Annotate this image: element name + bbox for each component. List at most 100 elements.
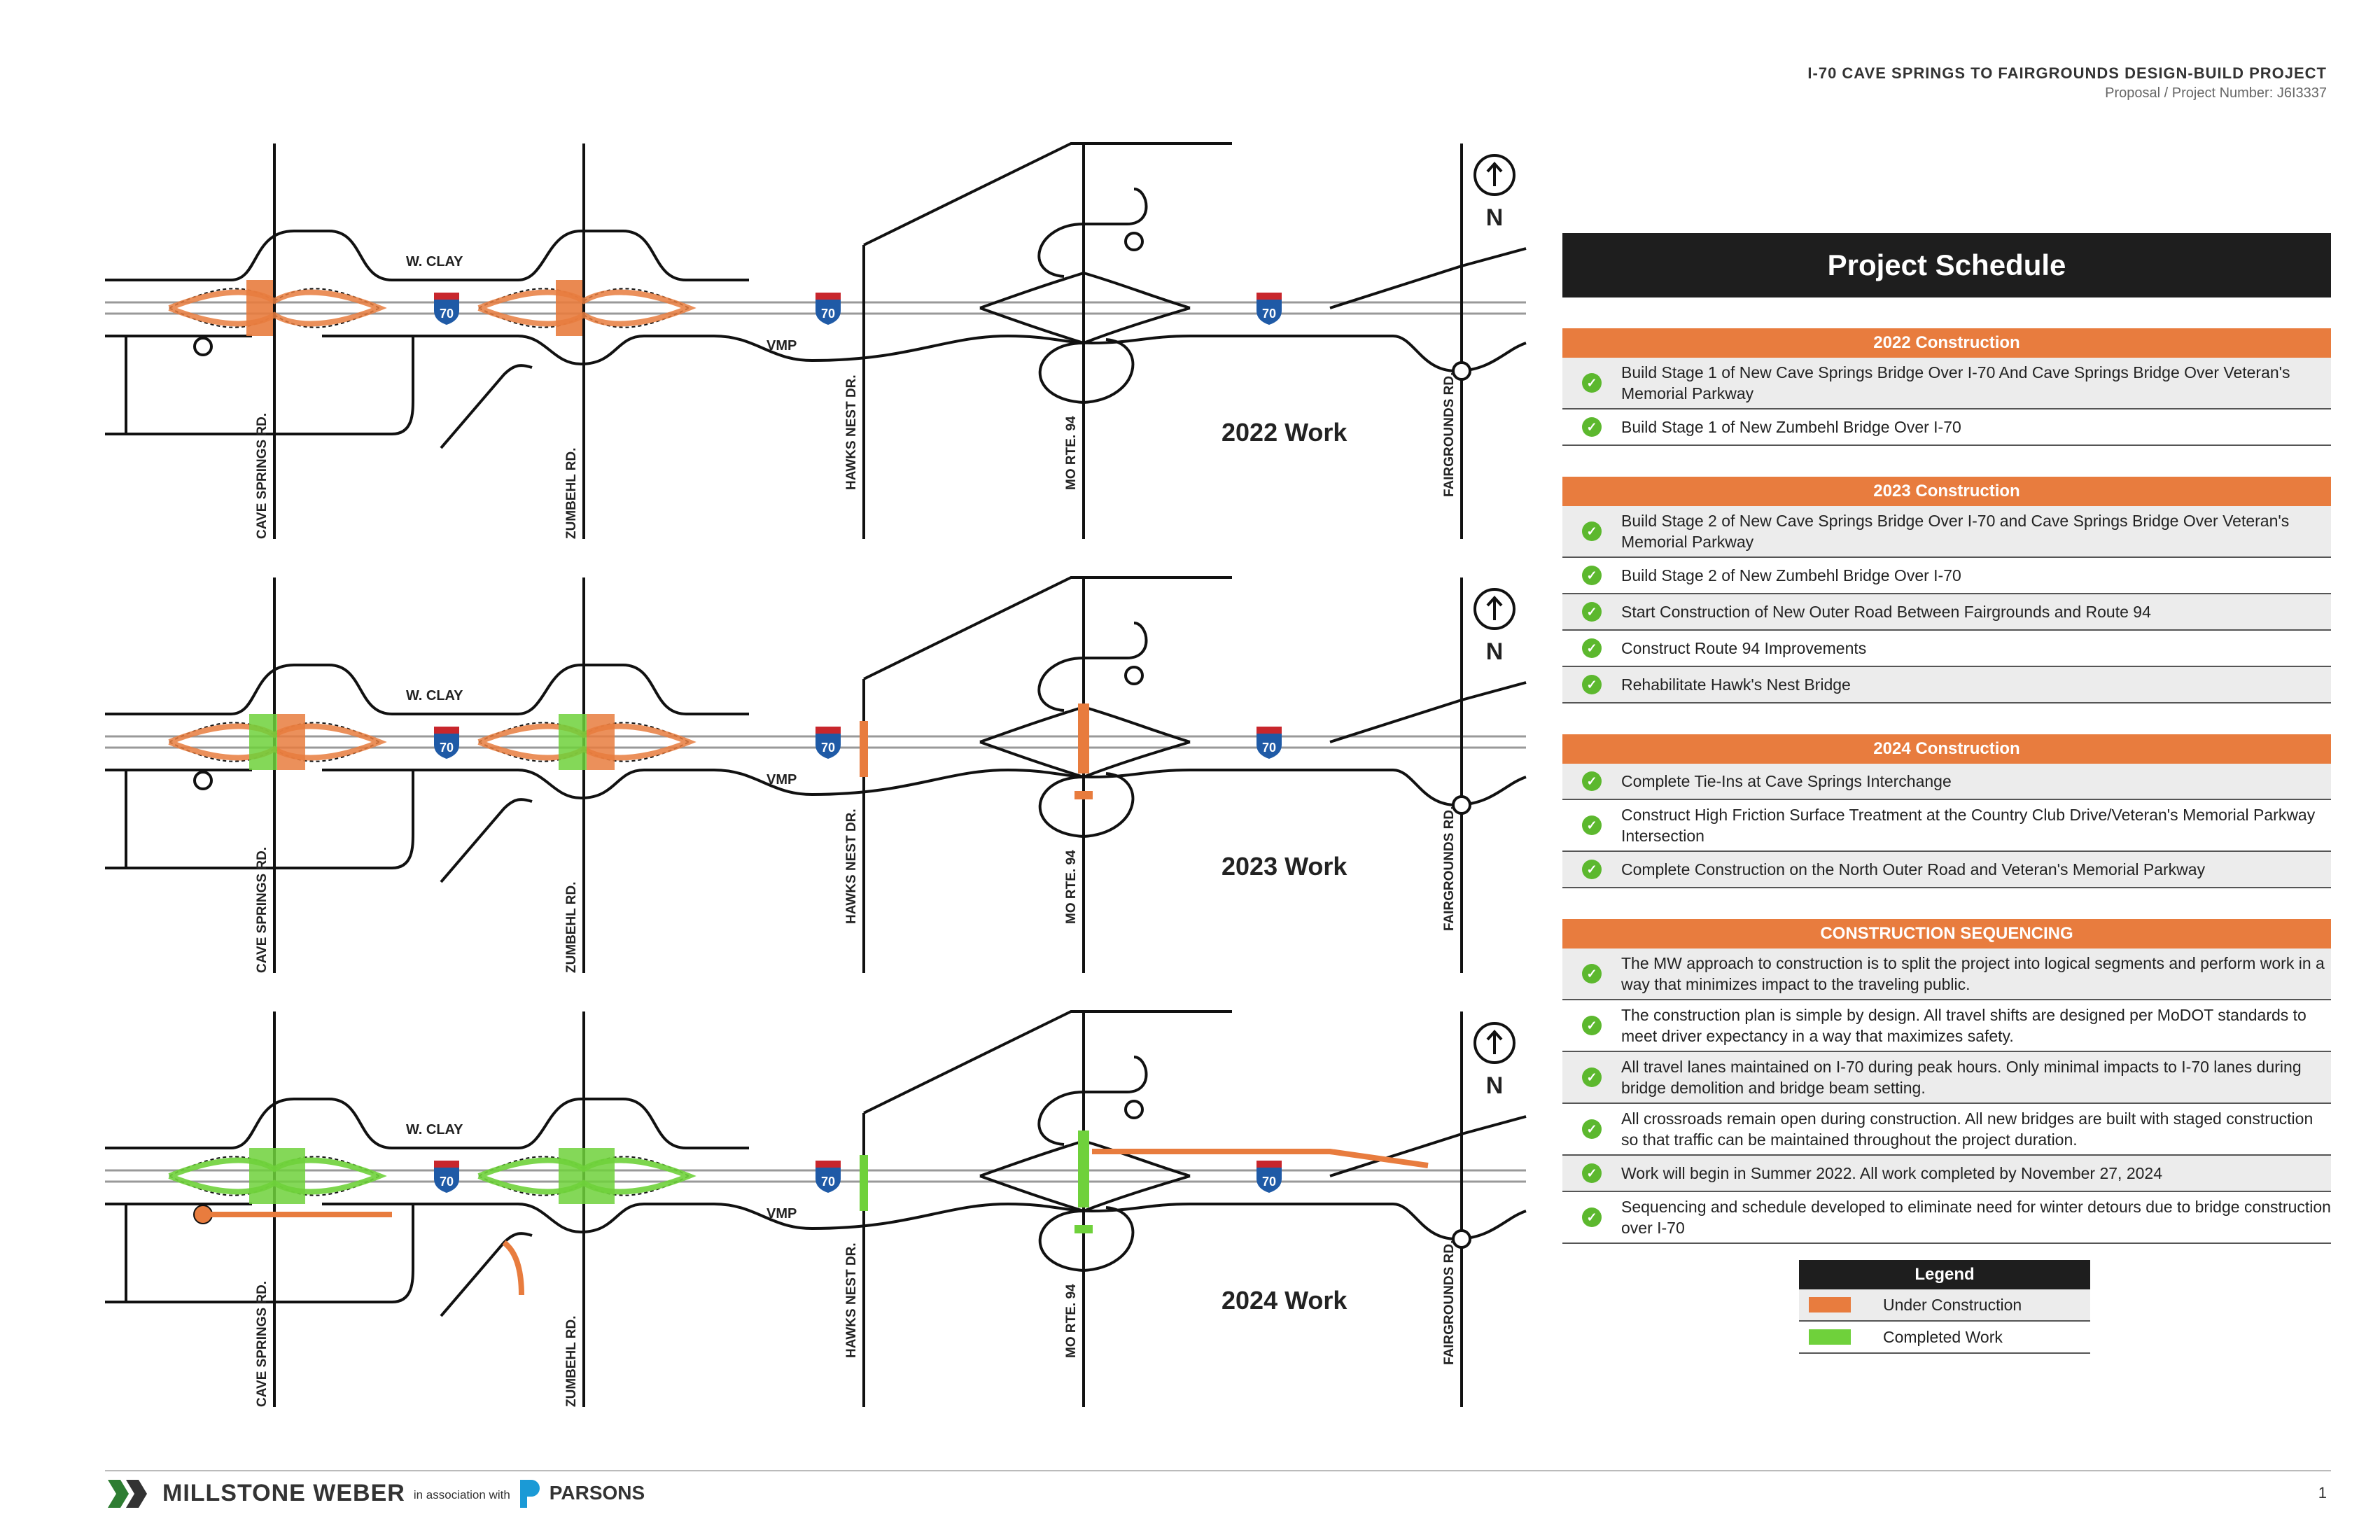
legend-label: Under Construction bbox=[1883, 1295, 2022, 1314]
rte94-south-highlight bbox=[1074, 791, 1093, 799]
schedule-item: ✓ All travel lanes maintained on I-70 dur… bbox=[1562, 1052, 2331, 1104]
shield-number: 70 bbox=[1262, 307, 1276, 321]
shield-body bbox=[816, 727, 841, 759]
schedule-section: 2023 Construction ✓ Build Stage 2 of New C… bbox=[1562, 477, 2331, 704]
shield-number: 70 bbox=[440, 741, 454, 755]
schedule-item: ✓ Build Stage 2 of New Cave Springs Bridg… bbox=[1562, 506, 2331, 558]
interchange-ramp-west bbox=[169, 722, 275, 762]
local-road-zumbehl bbox=[440, 364, 533, 449]
interstate-70-shield-icon: 70 bbox=[816, 727, 841, 759]
project-title: I-70 CAVE SPRINGS TO FAIRGROUNDS DESIGN-… bbox=[1807, 64, 2327, 82]
south-outer-road bbox=[1007, 1203, 1527, 1241]
check-icon: ✓ bbox=[1582, 771, 1602, 791]
north-arrow-icon: N bbox=[1474, 1022, 1516, 1099]
check-icon: ✓ bbox=[1582, 417, 1602, 437]
schedule-item-text: Sequencing and schedule developed to eli… bbox=[1621, 1198, 2331, 1237]
schedule-item-text: The MW approach to construction is to sp… bbox=[1621, 954, 2325, 993]
w-clay-road bbox=[105, 230, 749, 281]
roundabout bbox=[1452, 361, 1471, 381]
schedule-item-text: Build Stage 2 of New Cave Springs Bridge… bbox=[1621, 512, 2290, 551]
check-icon: ✓ bbox=[1582, 373, 1602, 393]
vmp-road bbox=[105, 1203, 1009, 1234]
under-construction-swatch bbox=[1809, 1297, 1851, 1312]
schedule-item-text: Rehabilitate Hawk's Nest Bridge bbox=[1621, 676, 1851, 694]
vmp-road bbox=[105, 335, 1009, 366]
interchange-ramp-east bbox=[583, 1156, 690, 1196]
schedule-item-text: Build Stage 2 of New Zumbehl Bridge Over… bbox=[1621, 566, 1961, 584]
north-label: N bbox=[1486, 1072, 1504, 1099]
diagonal-road bbox=[863, 1010, 1232, 1114]
shield-body bbox=[816, 293, 841, 325]
rte94-north-loop bbox=[1037, 1056, 1148, 1146]
shield-top bbox=[1256, 727, 1282, 734]
roundabout bbox=[1124, 232, 1144, 251]
fairgrounds-label: FAIRGROUNDS RD. bbox=[1442, 372, 1457, 497]
shield-body bbox=[434, 293, 459, 325]
rte94-ramps bbox=[979, 706, 1191, 778]
mo-rte-94-label: MO RTE. 94 bbox=[1064, 850, 1079, 924]
shield-number: 70 bbox=[440, 1175, 454, 1189]
shield-number: 70 bbox=[821, 741, 835, 755]
local-road-zumbehl bbox=[440, 798, 533, 883]
shield-number: 70 bbox=[440, 307, 454, 321]
schedule-item: ✓Build Stage 2 of New Zumbehl Bridge Ove… bbox=[1562, 558, 2331, 594]
shield-top bbox=[1256, 293, 1282, 300]
cave-springs-label: CAVE SPRINGS RD. bbox=[255, 847, 270, 973]
interchange-ramp-east bbox=[274, 288, 380, 328]
proposal-number: Proposal / Project Number: J6I3337 bbox=[2105, 85, 2327, 101]
w-clay-label: W. CLAY bbox=[406, 1122, 463, 1138]
schedule-item-text: All travel lanes maintained on I-70 duri… bbox=[1621, 1058, 2302, 1097]
check-icon: ✓ bbox=[1582, 816, 1602, 835]
check-icon: ✓ bbox=[1582, 1016, 1602, 1035]
schedule-item: ✓ Build Stage 1 of New Zumbehl Bridge Ove… bbox=[1562, 410, 2331, 446]
bridge-highlight bbox=[559, 1148, 615, 1204]
w-clay-label: W. CLAY bbox=[406, 688, 463, 704]
zumbehl-label: ZUMBEHL RD. bbox=[564, 881, 579, 973]
schedule-item: ✓Work will begin in Summer 2022. All wor… bbox=[1562, 1156, 2331, 1192]
rte94-north-loop bbox=[1037, 188, 1148, 278]
interstate-70-shield-icon: 70 bbox=[434, 1161, 459, 1193]
schedule-item: ✓The MW approach to construction is to s… bbox=[1562, 948, 2331, 1000]
bridge-highlight bbox=[246, 280, 273, 336]
schedule-item-text: Work will begin in Summer 2022. All work… bbox=[1621, 1164, 2162, 1182]
roundabout-highlight bbox=[195, 1206, 211, 1223]
schedule-item-text: Start Construction of New Outer Road Bet… bbox=[1621, 603, 2151, 621]
roundabout bbox=[193, 771, 213, 790]
roundabout bbox=[1124, 1100, 1144, 1119]
check-icon: ✓ bbox=[1582, 522, 1602, 541]
vmp-label: VMP bbox=[766, 772, 797, 788]
rte94-south-loop bbox=[1038, 1206, 1135, 1273]
legend: Legend Under Construction Completed Work bbox=[1799, 1260, 2090, 1354]
local-road-west bbox=[105, 336, 414, 435]
roundabout bbox=[1452, 795, 1471, 815]
shield-number: 70 bbox=[1262, 741, 1276, 755]
north-arrow-icon: N bbox=[1474, 154, 1516, 231]
interstate-70-shield-icon: 70 bbox=[434, 293, 459, 325]
fairgrounds-label: FAIRGROUNDS RD. bbox=[1442, 1240, 1457, 1365]
footer-divider bbox=[105, 1470, 2331, 1471]
south-outer-road bbox=[1007, 335, 1527, 373]
panel-title: 2023 Work bbox=[1222, 852, 1348, 881]
local-road-west bbox=[105, 1204, 414, 1303]
interchange-ramp-west bbox=[169, 1156, 275, 1196]
bridge-highlight bbox=[587, 714, 615, 770]
w-clay-road bbox=[105, 1098, 749, 1149]
north-label: N bbox=[1486, 204, 1504, 231]
schedule-item: ✓The construction plan is simple by desi… bbox=[1562, 1000, 2331, 1052]
section-heading: 2023 Construction bbox=[1562, 477, 2331, 506]
interstate-70-shield-icon: 70 bbox=[1256, 1161, 1282, 1193]
fairgrounds-ramps bbox=[1329, 681, 1527, 743]
shield-top bbox=[434, 293, 459, 300]
check-icon: ✓ bbox=[1582, 638, 1602, 658]
zumbehl-label: ZUMBEHL RD. bbox=[564, 447, 579, 539]
shield-top bbox=[434, 727, 459, 734]
shield-number: 70 bbox=[821, 1175, 835, 1189]
roundabout bbox=[1452, 1229, 1471, 1249]
interstate-70-shield-icon: 70 bbox=[1256, 727, 1282, 759]
legend-label: Completed Work bbox=[1883, 1327, 2003, 1346]
panel-title: 2022 Work bbox=[1222, 418, 1348, 447]
check-icon: ✓ bbox=[1582, 1068, 1602, 1087]
schedule-item-text: Build Stage 1 of New Zumbehl Bridge Over… bbox=[1621, 418, 1961, 436]
bridge-highlight bbox=[277, 714, 305, 770]
check-icon: ✓ bbox=[1582, 602, 1602, 622]
